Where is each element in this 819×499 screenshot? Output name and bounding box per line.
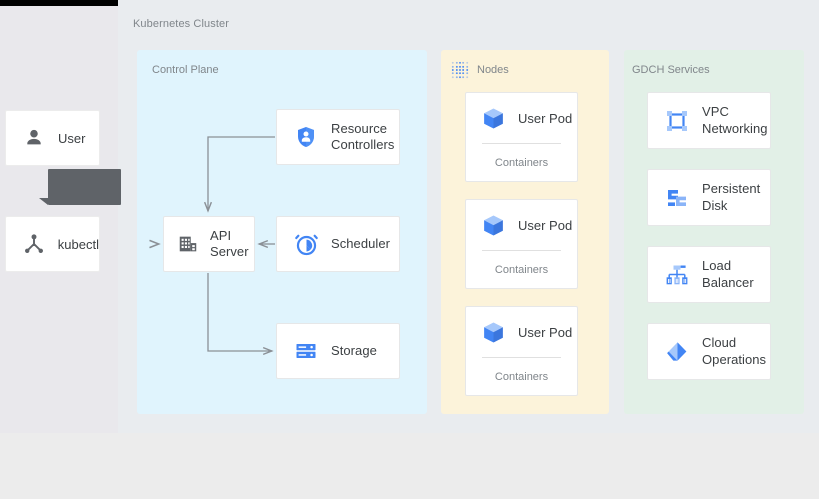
background-band-bottom bbox=[0, 433, 819, 499]
pod-header: User Pod bbox=[466, 93, 577, 143]
card-kubectl[interactable]: kubectl bbox=[5, 216, 100, 272]
pod-label: User Pod bbox=[518, 110, 573, 126]
card-user-pod[interactable]: User Pod Containers bbox=[465, 306, 578, 396]
building-grid-icon bbox=[175, 231, 201, 257]
panel-title-nodes: Nodes bbox=[477, 64, 509, 76]
card-api-server[interactable]: API Server bbox=[163, 216, 255, 272]
panel-title-gdch-services: GDCH Services bbox=[632, 64, 710, 76]
pod-containers-label: Containers bbox=[494, 263, 549, 276]
card-label: VPC Networking bbox=[702, 104, 768, 136]
card-resource-controllers[interactable]: Resource Controllers bbox=[276, 109, 400, 165]
pod-header: User Pod bbox=[466, 307, 577, 357]
card-user[interactable]: User bbox=[5, 110, 100, 166]
cube-icon bbox=[480, 319, 506, 345]
card-user-pod[interactable]: User Pod Containers bbox=[465, 199, 578, 289]
cube-icon bbox=[480, 105, 506, 131]
pod-divider bbox=[482, 143, 561, 144]
pod-divider bbox=[482, 357, 561, 358]
pod-label: User Pod bbox=[518, 217, 573, 233]
card-vpc-networking[interactable]: VPC Networking bbox=[647, 92, 771, 149]
card-load-balancer[interactable]: Load Balancer bbox=[647, 246, 771, 303]
card-label: Storage bbox=[331, 342, 377, 358]
vpc-network-icon bbox=[664, 108, 690, 134]
dotted-grid-icon bbox=[451, 61, 469, 79]
pod-containers-label: Containers bbox=[494, 370, 549, 383]
card-scheduler[interactable]: Scheduler bbox=[276, 216, 400, 272]
actor-label: kubectl bbox=[57, 236, 99, 252]
cube-icon bbox=[480, 212, 506, 238]
pod-containers-label: Containers bbox=[494, 156, 549, 169]
panel-title-control-plane: Control Plane bbox=[152, 64, 219, 76]
tooltip-overlay bbox=[48, 169, 121, 205]
tooltip-pointer bbox=[39, 198, 48, 205]
shield-person-icon bbox=[293, 124, 319, 150]
pod-label: User Pod bbox=[518, 324, 573, 340]
server-stack-icon bbox=[293, 338, 319, 364]
persistent-disk-icon bbox=[664, 185, 690, 211]
card-user-pod[interactable]: User Pod Containers bbox=[465, 92, 578, 182]
actor-label: User bbox=[58, 130, 86, 146]
card-cloud-operations[interactable]: Cloud Operations bbox=[647, 323, 771, 380]
pod-header: User Pod bbox=[466, 200, 577, 250]
load-balancer-icon bbox=[664, 262, 690, 288]
card-label: Persistent Disk bbox=[702, 181, 761, 213]
top-black-bar bbox=[0, 0, 118, 6]
card-label: Cloud Operations bbox=[702, 335, 767, 367]
person-icon bbox=[22, 126, 46, 150]
card-storage[interactable]: Storage bbox=[276, 323, 400, 379]
card-label: API Server bbox=[210, 227, 249, 259]
kubectl-icon bbox=[22, 232, 46, 256]
cluster-label: Kubernetes Cluster bbox=[133, 18, 229, 30]
pod-divider bbox=[482, 250, 561, 251]
alarm-clock-icon bbox=[293, 231, 319, 257]
card-label: Scheduler bbox=[331, 235, 390, 251]
card-persistent-disk[interactable]: Persistent Disk bbox=[647, 169, 771, 226]
card-label: Resource Controllers bbox=[331, 120, 395, 152]
cloud-operations-icon bbox=[664, 339, 690, 365]
card-label: Load Balancer bbox=[702, 258, 754, 290]
